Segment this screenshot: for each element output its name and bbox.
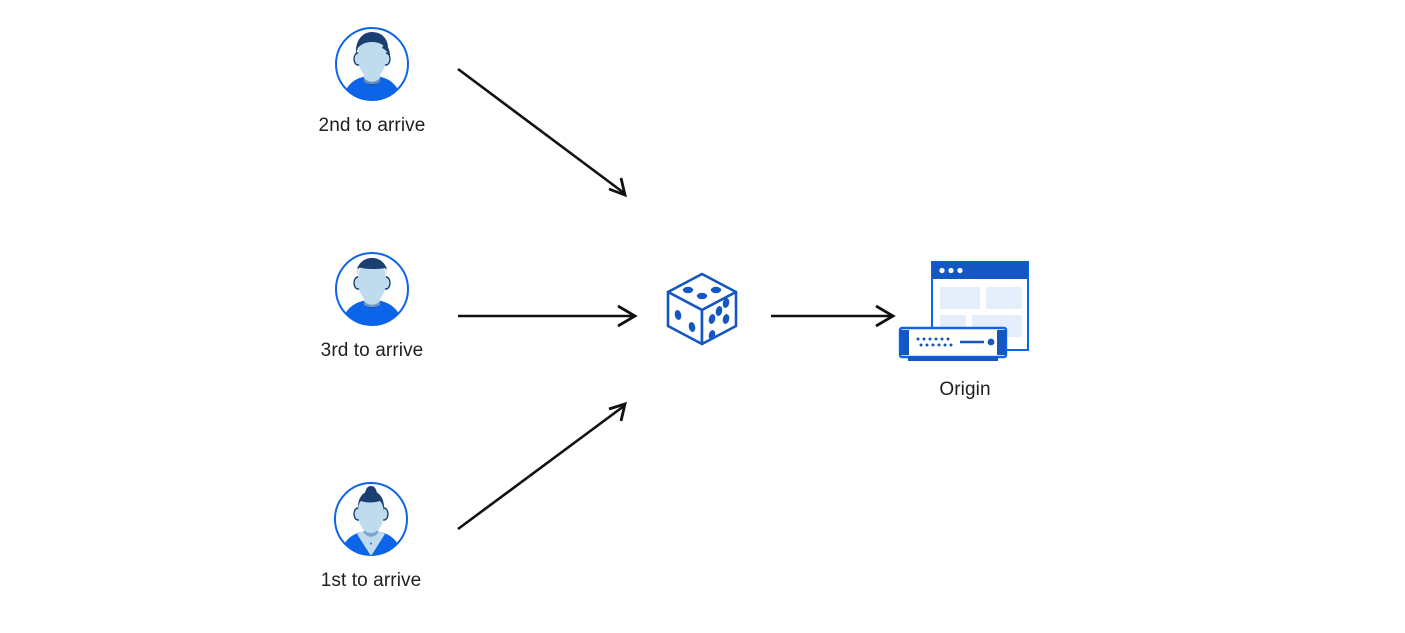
server-device-icon — [898, 326, 1008, 361]
node-dice[interactable] — [661, 268, 743, 350]
arrow-dice-to-origin — [771, 304, 896, 328]
node-user-1st[interactable]: 1st to arrive — [321, 481, 421, 591]
avatar-icon-1st — [334, 482, 408, 556]
avatar-icon-3rd — [335, 252, 409, 326]
origin-server-icon — [898, 261, 1029, 361]
avatar-icon-2nd — [335, 27, 409, 101]
node-origin[interactable]: Origin — [896, 258, 1036, 400]
node-label-origin: Origin — [939, 379, 991, 400]
dice-icon — [666, 272, 738, 346]
node-user-2nd[interactable]: 2nd to arrive — [319, 26, 425, 136]
node-label-user-2nd: 2nd to arrive — [318, 115, 426, 136]
node-label-user-1st: 1st to arrive — [320, 570, 422, 591]
node-user-3rd[interactable]: 3rd to arrive — [321, 251, 423, 361]
arrow-1st-to-dice — [457, 401, 627, 531]
arrow-3rd-to-dice — [458, 304, 638, 328]
node-label-user-3rd: 3rd to arrive — [320, 340, 424, 361]
